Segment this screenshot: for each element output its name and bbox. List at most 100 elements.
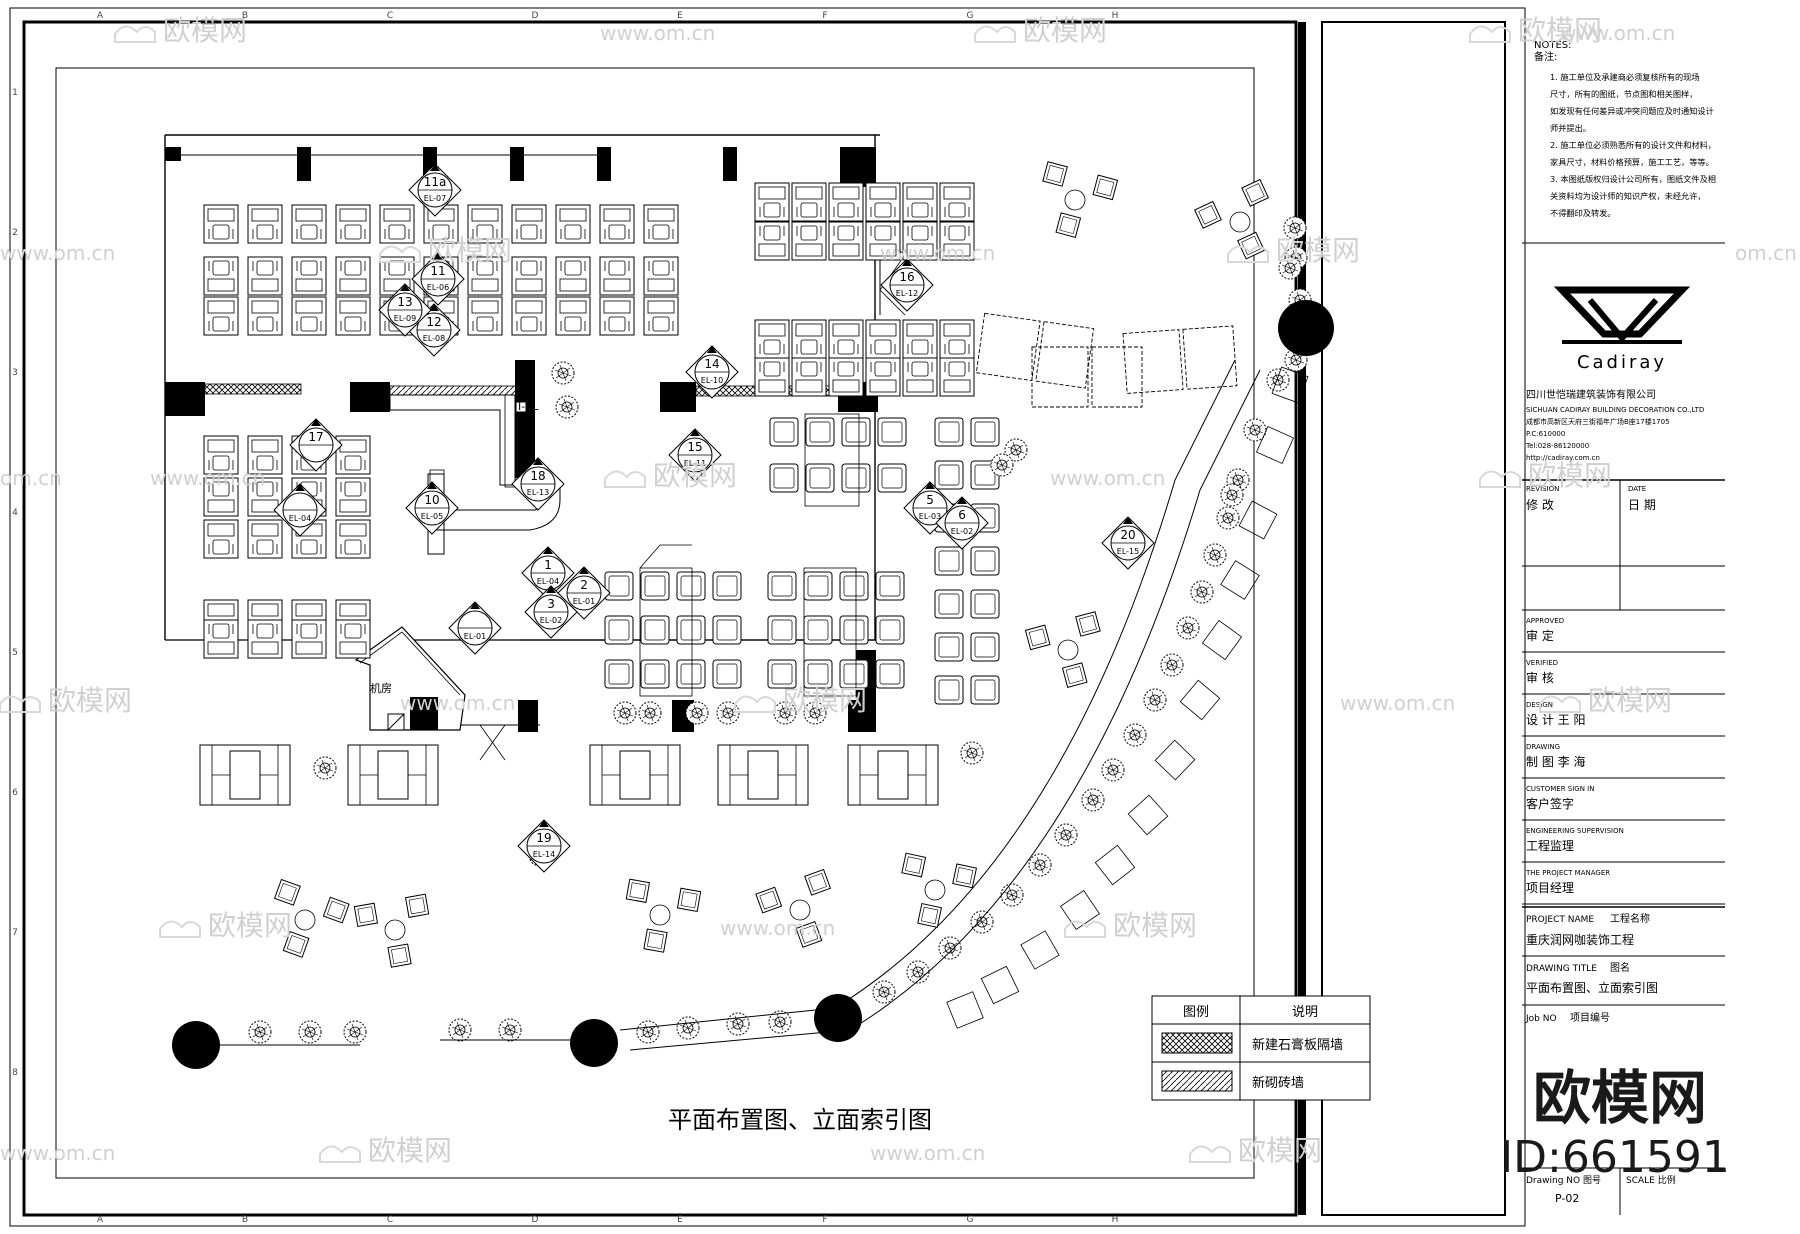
- watermark-logo-icon: [1189, 1145, 1231, 1163]
- gaming-desk: [643, 296, 679, 336]
- gaming-desk: [291, 256, 327, 296]
- logo-text: Cadiray: [1577, 352, 1667, 373]
- watermark-url: www.om.cn: [870, 1141, 985, 1165]
- gaming-desk: [828, 357, 864, 397]
- signature-row-label-en: CUSTOMER SIGN IN: [1526, 785, 1595, 793]
- gaming-desk: [379, 204, 415, 244]
- date-label-en: DATE: [1628, 485, 1646, 493]
- terrace-bench: [1238, 500, 1278, 540]
- marker-reference: EL-02: [951, 527, 973, 536]
- watermark-brand: 欧模网: [48, 684, 132, 717]
- plan-title: 平面布置图、立面索引图: [668, 1106, 932, 1134]
- date-label-cn: 日 期: [1628, 498, 1656, 512]
- legend-desc-header: 说明: [1292, 1005, 1318, 1020]
- grid-column-label: E: [677, 11, 683, 21]
- gaming-desk: [754, 357, 790, 397]
- lounge-seat: [934, 417, 964, 447]
- company-address: 成都市高新区天府三街福年广场B座17楼1705: [1526, 417, 1670, 426]
- project-name-value: 重庆润网咖装饰工程: [1526, 932, 1634, 947]
- gaming-desk: [335, 435, 371, 475]
- grid-column-label: A: [97, 11, 104, 21]
- watermark-brand: 欧模网: [1588, 684, 1672, 717]
- project-name-label-en: PROJECT NAME: [1526, 915, 1594, 925]
- planter: [970, 910, 994, 934]
- watermark-url: om.cn: [1735, 241, 1797, 265]
- scale-label: SCALE 比例: [1626, 1174, 1676, 1186]
- grid-column-label: C: [387, 11, 393, 21]
- gaming-desk: [939, 182, 975, 222]
- elevation-markers: 11aEL-0711EL-0612EL-0813EL-0916EL-1214EL…: [273, 163, 1155, 873]
- gaming-desk: [247, 619, 283, 659]
- drawing-no-value: P-02: [1555, 1192, 1579, 1205]
- lounge-seat: [877, 417, 907, 447]
- cadiray-logo-icon: [1553, 286, 1691, 344]
- lounge-seat: [604, 571, 634, 601]
- planter: [298, 1020, 322, 1044]
- gaming-desk: [791, 221, 827, 261]
- grid-row-label: 4: [12, 508, 18, 518]
- watermark-brand-large: 欧模网: [1533, 1064, 1707, 1132]
- planter: [638, 701, 662, 725]
- watermark-brand: 欧模网: [428, 234, 512, 267]
- outdoor-terrace: [172, 359, 1261, 1069]
- elevation-marker: 1EL-04: [521, 546, 575, 600]
- marker-number: 11a: [424, 175, 447, 189]
- gaming-desk: [754, 319, 790, 359]
- grid-row-label: 2: [12, 228, 18, 238]
- company-web: http://cadiray.com.cn: [1526, 454, 1600, 462]
- watermark-url: www.om.cn: [1050, 466, 1165, 490]
- outdoor-lounge-group: [1031, 346, 1143, 408]
- revision-label-cn: 修 改: [1526, 497, 1554, 512]
- terrace-bench: [1060, 890, 1100, 930]
- planter: [990, 453, 1014, 477]
- marker-reference: EL-06: [427, 283, 449, 292]
- grid-column-label: E: [677, 1215, 683, 1225]
- gaming-desk: [291, 619, 327, 659]
- sofa-booth: [347, 744, 439, 806]
- watermark-url: www.om.cn: [600, 21, 715, 45]
- gaming-desk: [555, 256, 591, 296]
- watermark-brand: 欧模网: [1023, 14, 1107, 47]
- outdoor-table-set: [625, 878, 702, 953]
- lounge-seat: [934, 546, 964, 576]
- lounge-seat: [676, 615, 706, 645]
- marker-reference: EL-11: [684, 459, 706, 468]
- lounge-seat: [805, 463, 835, 493]
- planter: [555, 395, 579, 419]
- gaming-desk: [865, 319, 901, 359]
- terrace-bench: [1220, 560, 1260, 600]
- marker-number: 20: [1120, 528, 1135, 542]
- lounge-seat: [841, 463, 871, 493]
- marker-reference: EL-05: [421, 512, 443, 521]
- watermark-url: www.om.cn: [1340, 691, 1455, 715]
- lounge-seat: [970, 546, 1000, 576]
- lounge-seat: [640, 659, 670, 689]
- company-tel: Tel:028-86120000: [1525, 442, 1589, 450]
- note-line: 关资料均为设计师的知识产权，未经允许，: [1550, 191, 1706, 201]
- booth-partition: [804, 413, 860, 507]
- gaming-desk: [791, 319, 827, 359]
- sofa-booths: [199, 744, 939, 806]
- gaming-desk: [599, 296, 635, 336]
- marker-reference: EL-14: [533, 850, 555, 859]
- terrace-bench: [1179, 679, 1221, 721]
- terrace-bench: [1271, 366, 1309, 404]
- grid-column-label: A: [97, 1215, 104, 1225]
- signature-row-label-en: ENGINEERING SUPERVISION: [1526, 827, 1624, 835]
- sofa-booth: [847, 744, 939, 806]
- legend: 图例 说明 新建石膏板隔墙 新砌砖墙: [1151, 995, 1371, 1101]
- gaming-desk: [902, 357, 938, 397]
- revision-label-en: REVISION: [1526, 485, 1559, 493]
- terrace-bench: [1127, 794, 1169, 836]
- marker-reference: EL-07: [424, 194, 446, 203]
- gaming-desk: [555, 204, 591, 244]
- signature-row-label-en: APPROVED: [1526, 617, 1564, 625]
- planter: [343, 1020, 367, 1044]
